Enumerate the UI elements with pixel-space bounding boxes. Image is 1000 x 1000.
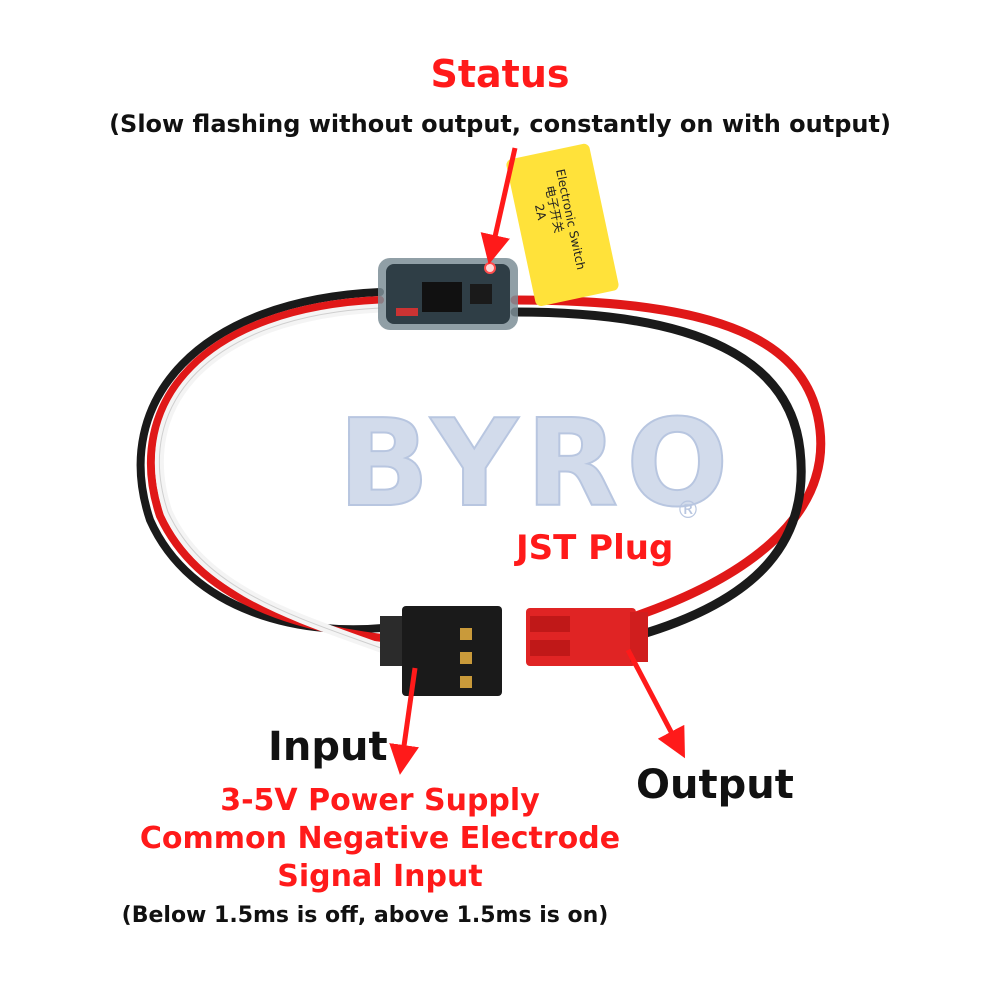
status-led	[484, 262, 496, 274]
byro-watermark: BYRO ®	[337, 394, 736, 535]
product-tag: Electronic Switch 电子开关 2A	[506, 143, 619, 306]
annotation-arrows	[389, 147, 685, 775]
servo-connector	[380, 606, 502, 696]
input-wire-bundle	[136, 288, 405, 660]
output-label: Output	[636, 762, 794, 808]
output-arrow	[625, 648, 685, 759]
input-spec: 3-5V Power Supply Common Negative Electr…	[0, 782, 760, 896]
status-title: Status	[430, 52, 570, 96]
watermark-brand: BYRO	[338, 395, 736, 534]
output-wire-pair	[510, 295, 826, 641]
input-spec-line: Signal Input	[277, 859, 483, 894]
input-note: (Below 1.5ms is off, above 1.5ms is on)	[121, 903, 609, 928]
jst-plug	[526, 608, 648, 666]
input-spec-line: 3-5V Power Supply	[220, 783, 540, 818]
product-tag-line-3: 2A	[532, 203, 549, 222]
input-label: Input	[268, 724, 388, 770]
watermark-registered-mark: ®	[676, 496, 700, 524]
input-spec-line: Common Negative Electrode	[139, 821, 621, 856]
status-arrow	[480, 147, 518, 265]
input-arrow	[389, 667, 419, 775]
status-note: (Slow flashing without output, constantl…	[109, 110, 891, 138]
jst-plug-label: JST Plug	[516, 528, 674, 568]
switch-module	[378, 258, 518, 330]
